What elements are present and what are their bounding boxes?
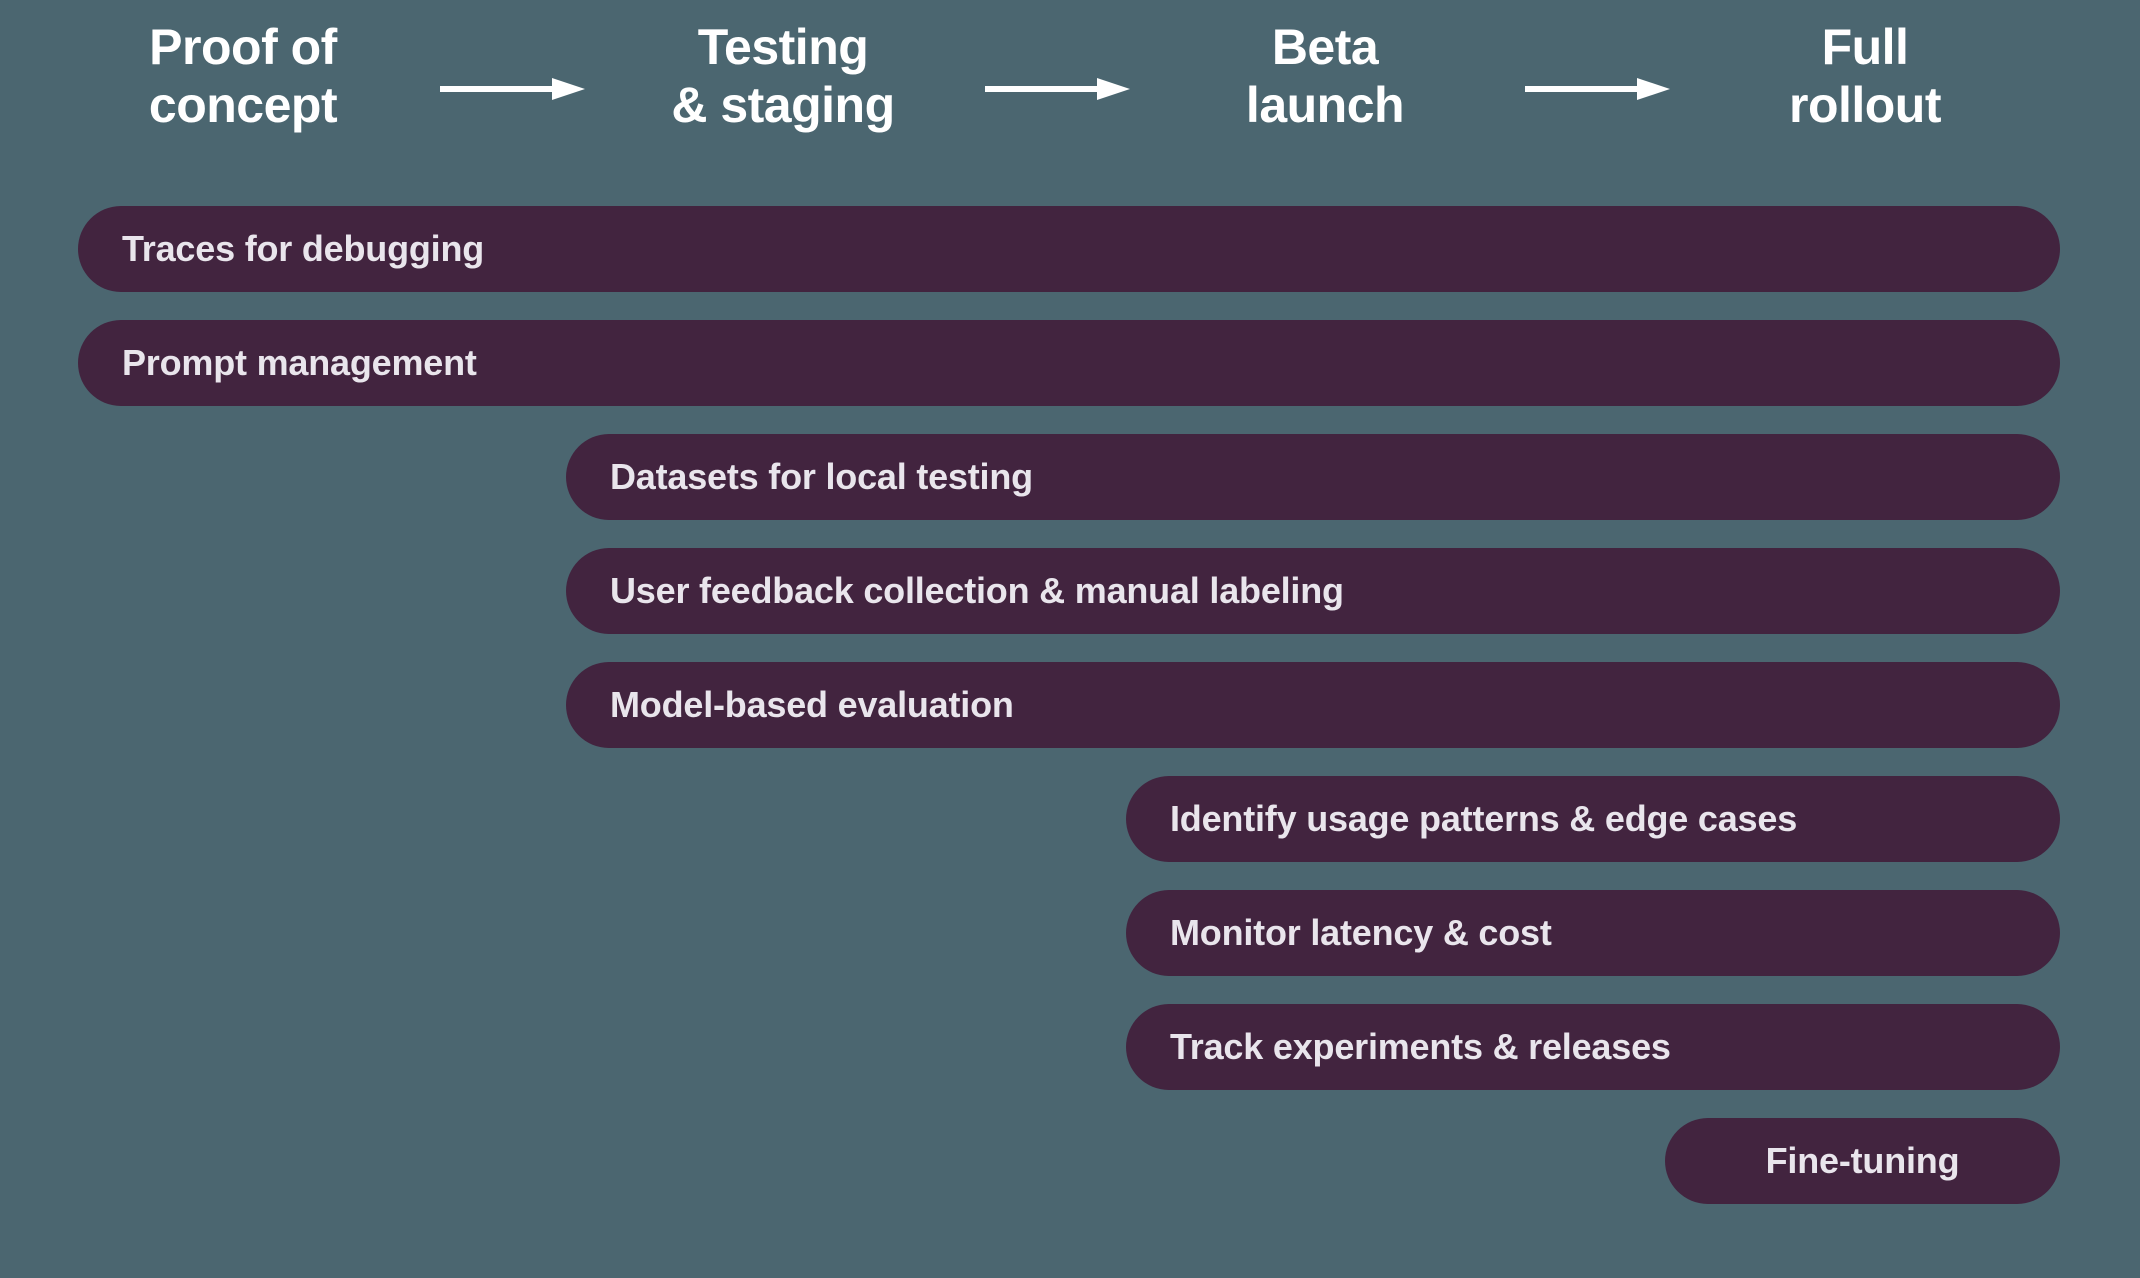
capability-bar-identify-usage-patterns[interactable]: Identify usage patterns & edge cases xyxy=(1126,776,2060,862)
phase-timeline: Proof of concept Testing & staging Beta … xyxy=(0,0,2140,200)
arrow-right-icon xyxy=(985,78,1130,100)
arrow-right-icon xyxy=(440,78,585,100)
phase-label-testing-and-staging: Testing & staging xyxy=(633,18,933,134)
capability-bar-monitor-latency-and-cost[interactable]: Monitor latency & cost xyxy=(1126,890,2060,976)
phase-label-line1: Proof of xyxy=(149,19,337,75)
phase-label-line1: Testing xyxy=(697,19,869,75)
capability-bar-datasets-for-local-testing[interactable]: Datasets for local testing xyxy=(566,434,2060,520)
capability-bar-label: Track experiments & releases xyxy=(1170,1026,1671,1067)
capability-bar-label: Datasets for local testing xyxy=(610,456,1033,497)
capability-bar-prompt-management[interactable]: Prompt management xyxy=(78,320,2060,406)
capability-bar-user-feedback-collection[interactable]: User feedback collection & manual labeli… xyxy=(566,548,2060,634)
phase-label-line1: Beta xyxy=(1271,19,1379,75)
capability-bar-track-experiments-and-releases[interactable]: Track experiments & releases xyxy=(1126,1004,2060,1090)
phase-label-line2: concept xyxy=(148,77,338,133)
phase-label-line1: Full xyxy=(1821,19,1909,75)
capability-bar-traces-for-debugging[interactable]: Traces for debugging xyxy=(78,206,2060,292)
phase-label-proof-of-concept: Proof of concept xyxy=(93,18,393,134)
arrow-right-icon xyxy=(1525,78,1670,100)
phase-label-full-rollout: Full rollout xyxy=(1715,18,2015,134)
capability-bar-fine-tuning[interactable]: Fine-tuning xyxy=(1665,1118,2060,1204)
phase-label-beta-launch: Beta launch xyxy=(1175,18,1475,134)
phase-label-line2: & staging xyxy=(671,77,895,133)
capability-bar-label: Traces for debugging xyxy=(122,228,485,269)
capability-bar-label: Identify usage patterns & edge cases xyxy=(1170,798,1798,839)
phase-label-line2: launch xyxy=(1245,77,1405,133)
capability-bar-label: Prompt management xyxy=(122,342,477,383)
capability-bar-label: Monitor latency & cost xyxy=(1170,912,1552,953)
capability-bar-model-based-evaluation[interactable]: Model-based evaluation xyxy=(566,662,2060,748)
capability-bar-label: Fine-tuning xyxy=(1765,1140,1960,1181)
capability-bar-label: User feedback collection & manual labeli… xyxy=(610,570,1344,611)
phase-label-line2: rollout xyxy=(1788,77,1942,133)
capability-bar-label: Model-based evaluation xyxy=(610,684,1014,725)
